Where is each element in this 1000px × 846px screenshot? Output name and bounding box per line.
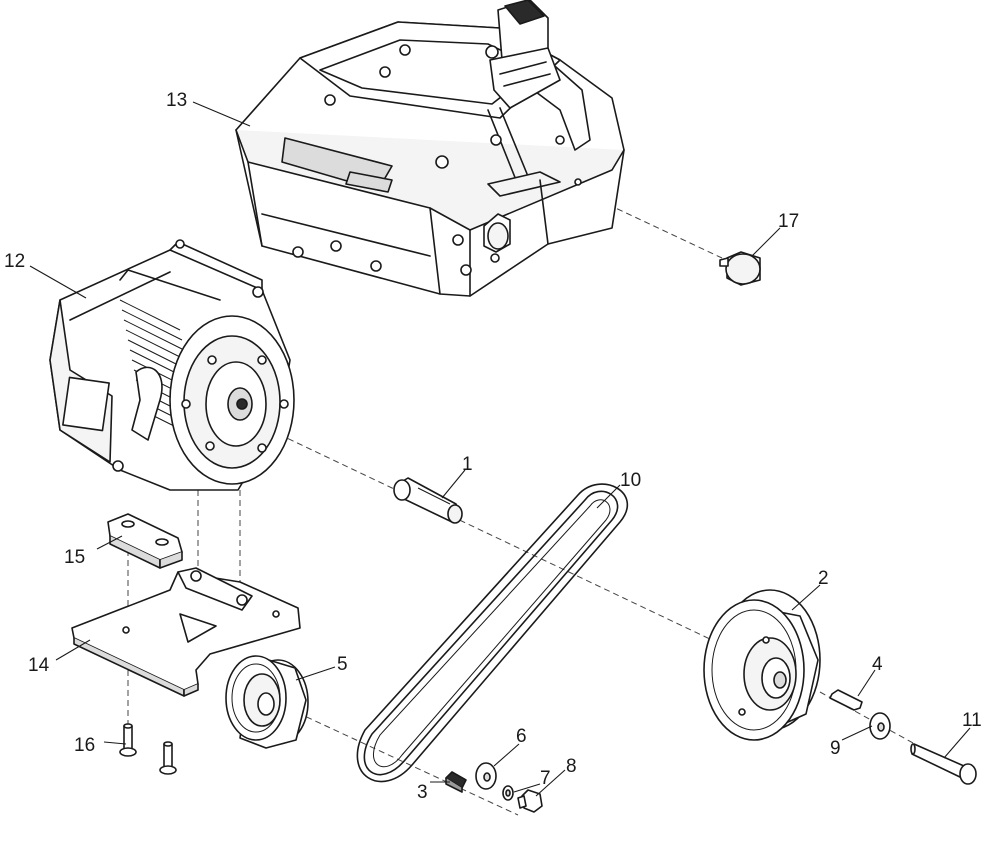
- washer-large: [869, 712, 891, 740]
- washer-small: [475, 762, 497, 790]
- callout-labels: 13 17 12 1 10 15 2 14 5 4 11 6 9 16 7 8 …: [4, 90, 982, 803]
- callout-9: 9: [830, 738, 841, 759]
- electric-motor: [49, 239, 295, 491]
- hex-bolt: [517, 789, 543, 813]
- leader-lines: [29, 101, 971, 797]
- shaft-coupling: [393, 477, 463, 524]
- mounting-screws: [119, 723, 177, 775]
- callout-7: 7: [540, 768, 551, 789]
- callout-17: 17: [778, 211, 799, 232]
- callout-10: 10: [620, 470, 641, 491]
- callout-11: 11: [962, 710, 982, 731]
- lock-washer: [502, 785, 514, 801]
- callout-13: 13: [166, 90, 187, 111]
- rubber-foot: [719, 251, 761, 286]
- mounting-plate: [71, 567, 301, 697]
- callout-5: 5: [337, 654, 348, 675]
- spacer-bracket: [107, 513, 183, 569]
- callout-16: 16: [74, 735, 95, 756]
- callout-14: 14: [28, 655, 50, 676]
- shaft-key: [829, 689, 863, 711]
- pulley-bolt: [910, 743, 977, 785]
- callout-1: 1: [462, 454, 473, 475]
- callout-4: 4: [872, 654, 883, 675]
- callout-15: 15: [64, 547, 85, 568]
- frame-housing: [235, 0, 625, 297]
- callout-8: 8: [566, 756, 577, 777]
- v-belt: [356, 483, 628, 783]
- callout-12: 12: [4, 251, 25, 272]
- callout-2: 2: [818, 568, 829, 589]
- callout-3: 3: [417, 782, 428, 803]
- small-pulley: [225, 655, 309, 749]
- callout-6: 6: [516, 726, 527, 747]
- large-pulley: [703, 589, 821, 741]
